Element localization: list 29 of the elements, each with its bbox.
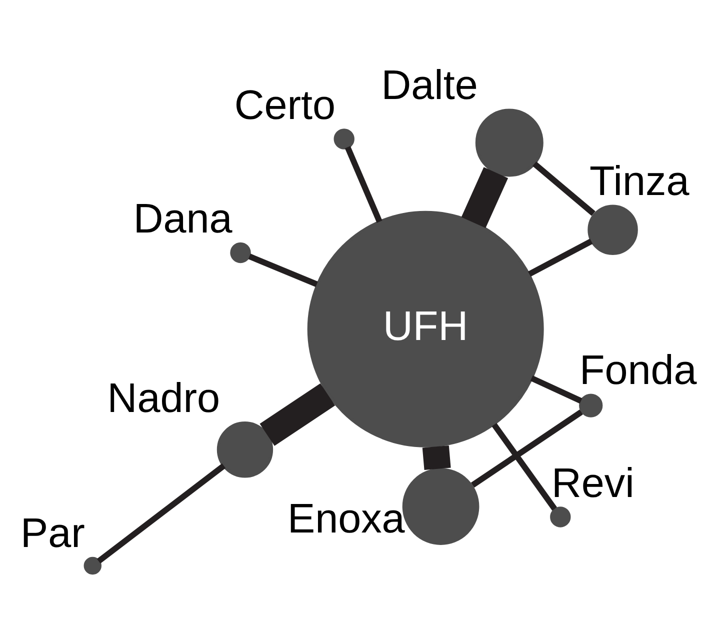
node-label: Tinza	[590, 157, 690, 204]
node-circle	[550, 506, 571, 527]
connector	[461, 166, 508, 228]
node-label: Par	[20, 510, 85, 556]
node-label: Nadro	[107, 374, 220, 420]
connector	[528, 238, 593, 276]
node-circle	[588, 204, 638, 254]
node-circle	[230, 242, 251, 263]
node-circle	[334, 128, 354, 149]
connector	[530, 374, 582, 404]
node-circle	[216, 421, 274, 478]
connector	[532, 161, 596, 216]
node-circle	[579, 393, 603, 417]
node-label: Revi	[552, 459, 634, 506]
connector	[492, 422, 557, 510]
node-label: Dalte	[381, 61, 478, 108]
connector	[344, 146, 382, 222]
connector	[422, 444, 451, 470]
node-label: Fonda	[579, 346, 697, 392]
node-label: Dana	[133, 195, 232, 242]
node-label: Enoxa	[288, 494, 405, 541]
connector	[248, 253, 318, 286]
connector	[470, 409, 583, 488]
connector	[260, 382, 336, 446]
node-circle	[84, 556, 102, 574]
connector	[96, 462, 226, 564]
node-label: Certo	[234, 81, 336, 128]
node-circle	[475, 108, 544, 176]
node-circle: UFH	[307, 210, 544, 447]
